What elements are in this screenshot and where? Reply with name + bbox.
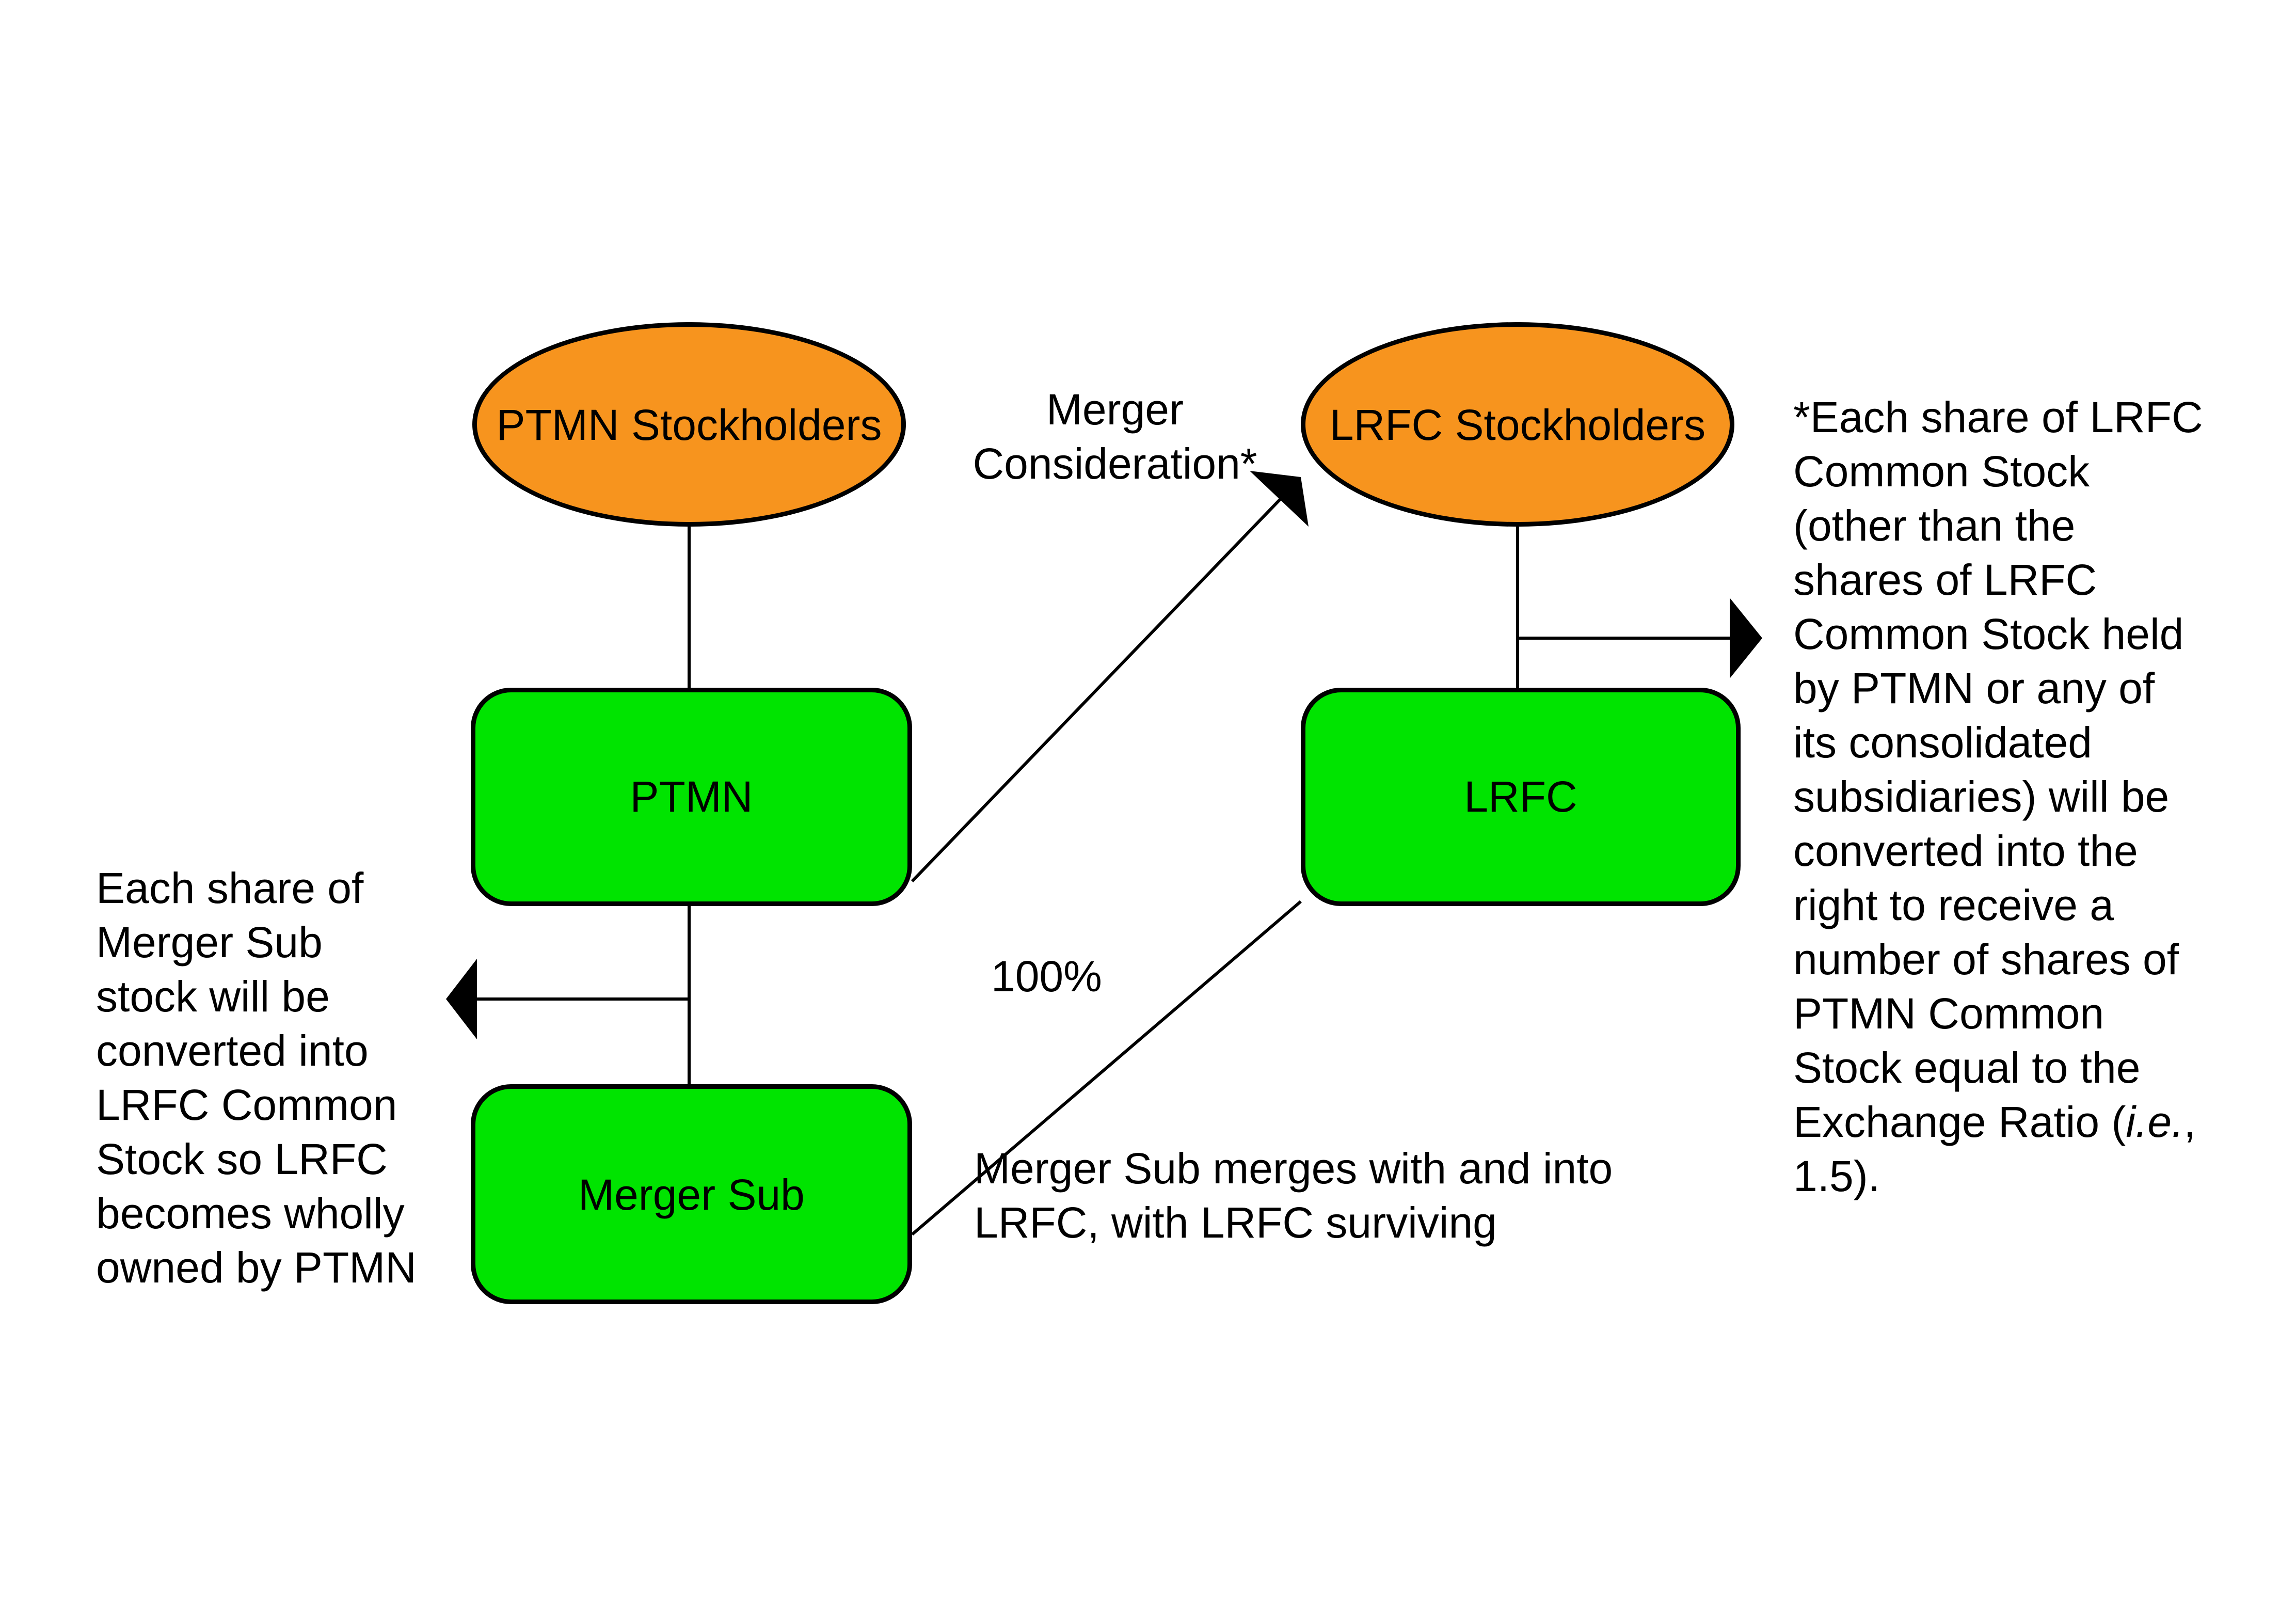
node-label-ptmn: PTMN	[630, 773, 753, 821]
node-label-lrfc: LRFC	[1464, 773, 1577, 821]
arrowhead-merger-consideration-icon	[1250, 471, 1309, 527]
node-lrfc: LRFC	[1301, 688, 1741, 906]
arrow-merger-consideration-shaft	[911, 496, 1284, 883]
node-label-lrfc-stockholders: LRFC Stockholders	[1329, 400, 1706, 449]
node-label-ptmn-stockholders: PTMN Stockholders	[496, 400, 882, 449]
node-ptmn: PTMN	[471, 688, 912, 906]
arrowhead-left-icon	[446, 959, 477, 1039]
arrowhead-right-icon	[1730, 598, 1762, 678]
node-merger-sub: Merger Sub	[471, 1084, 912, 1304]
percent-label: 100%	[991, 953, 1102, 1001]
node-lrfc-stockholders: LRFC Stockholders	[1301, 322, 1734, 527]
node-ptmn-stockholders: PTMN Stockholders	[472, 322, 906, 527]
line-100-percent	[911, 900, 1302, 1236]
node-label-merger-sub: Merger Sub	[578, 1170, 805, 1218]
